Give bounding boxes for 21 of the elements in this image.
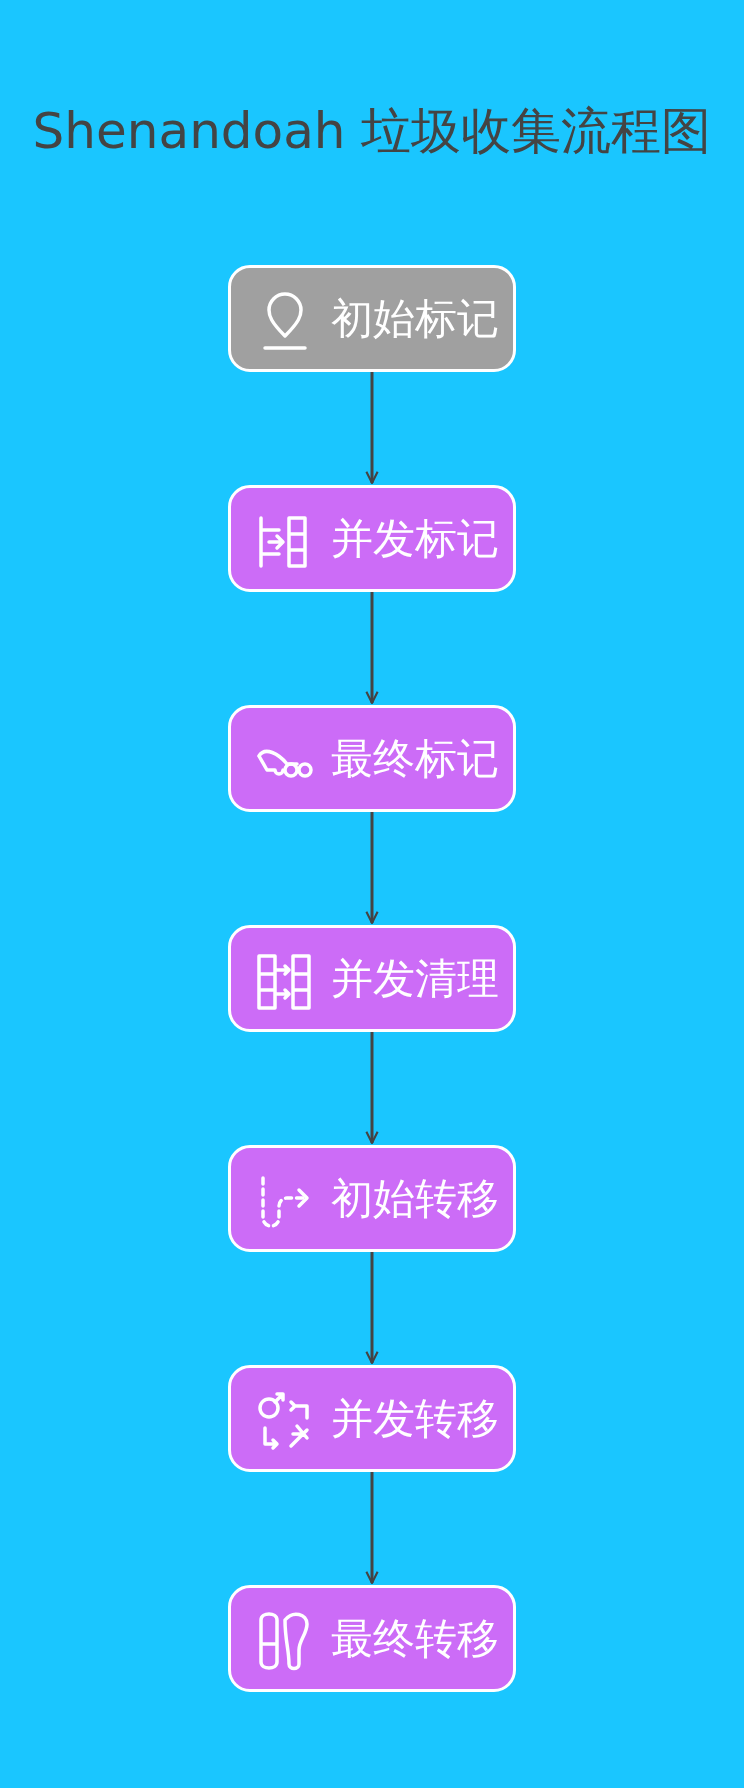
title: Shenandoah 垃圾收集流程图 [31,101,713,162]
process-box [228,1365,516,1472]
start-box [228,265,516,372]
process-box [228,485,516,592]
process-box [228,705,516,812]
process-box [228,1145,516,1252]
step-label: 初始转移 [331,1174,499,1224]
step-label: 并发清理 [331,954,499,1004]
arrow [365,1472,379,1585]
step-label: 并发转移 [331,1394,499,1444]
step-label: 最终转移 [331,1614,499,1664]
arrow [365,372,379,485]
process-box [228,925,516,1032]
step-label: 最终标记 [331,734,499,784]
step-label: 初始标记 [331,294,499,344]
process-box [228,1585,516,1692]
arrow [365,1252,379,1365]
arrow [365,1032,379,1145]
arrow [365,592,379,705]
step-label: 并发标记 [331,514,499,564]
arrow [365,812,379,925]
